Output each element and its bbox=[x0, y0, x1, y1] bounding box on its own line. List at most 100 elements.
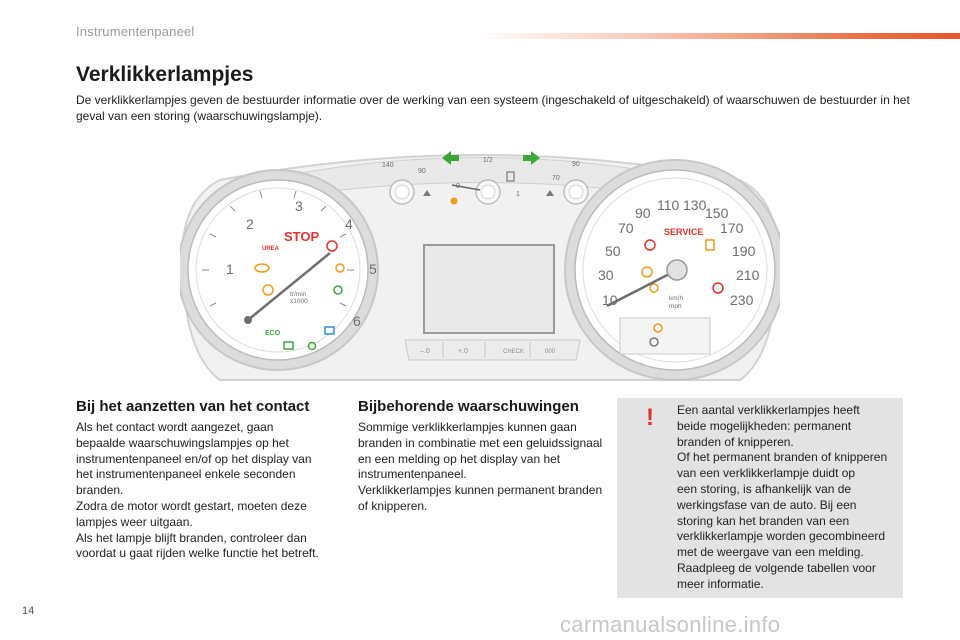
svg-text:x1000: x1000 bbox=[290, 298, 308, 305]
speedometer: 10 30 50 70 90 110 130 150 170 190 210 2… bbox=[564, 159, 786, 381]
svg-text:130: 130 bbox=[683, 197, 707, 213]
section-heading-warnings: Bijbehorende waarschuwingen bbox=[358, 398, 579, 415]
info-display bbox=[619, 317, 711, 355]
svg-text:1: 1 bbox=[516, 191, 520, 198]
tach-number-4: 4 bbox=[345, 216, 353, 232]
sidelights-icon bbox=[307, 341, 317, 351]
svg-text:90: 90 bbox=[635, 205, 651, 221]
svg-text:110: 110 bbox=[657, 197, 680, 213]
preheat-icon bbox=[653, 323, 663, 333]
text-line: Als het contact wordt aangezet, gaan bbox=[76, 420, 274, 434]
header-accent-bar bbox=[475, 33, 960, 39]
section-body-warnings: Sommige verklikkerlampjes kunnen gaan br… bbox=[358, 420, 618, 515]
svg-text:70: 70 bbox=[618, 220, 634, 236]
seatbelt-warning-icon bbox=[712, 282, 724, 294]
note-text: Een aantal verklikkerlampjes heeft beide… bbox=[677, 403, 899, 593]
engine-warning-icon bbox=[641, 266, 653, 278]
tach-number-2: 2 bbox=[246, 216, 254, 232]
svg-text:230: 230 bbox=[730, 292, 754, 308]
svg-text:170: 170 bbox=[720, 220, 744, 236]
svg-text:km/h: km/h bbox=[669, 295, 683, 302]
fog-lamp-rear-icon bbox=[335, 263, 345, 273]
text-line: Raadpleeg de volgende tabellen voor bbox=[677, 560, 876, 575]
urea-warning-icon: UREA bbox=[262, 246, 280, 252]
text-line: storing kan het branden van een bbox=[677, 513, 850, 528]
text-line: meer informatie. bbox=[677, 576, 764, 591]
text-line: branden in combinatie met een geluidssig… bbox=[358, 435, 603, 450]
particle-filter-icon bbox=[649, 337, 659, 347]
section-body-contact: Als het contact wordt aangezet, gaan bep… bbox=[76, 420, 346, 562]
tachometer: 1 2 3 4 5 6 tr/min x1000 STOP UREA ECO bbox=[177, 169, 379, 371]
airbag-warning-icon bbox=[705, 239, 715, 251]
coolant-icon-right bbox=[546, 190, 554, 196]
text-line: instrumentenpaneel en/of op het display … bbox=[76, 451, 312, 466]
main-beam-icon bbox=[324, 326, 335, 335]
temperature-dial-right: 90 70 bbox=[552, 161, 589, 205]
svg-text:10: 10 bbox=[602, 292, 618, 308]
esp-icon bbox=[649, 283, 659, 293]
text-line: lampjes weer uitgaan. bbox=[76, 514, 193, 529]
fog-lamp-front-icon bbox=[333, 285, 343, 295]
tach-ticks bbox=[202, 190, 354, 307]
svg-text:30: 30 bbox=[598, 267, 614, 283]
text-line: Verklikkerlampjes kunnen permanent brand… bbox=[358, 483, 603, 498]
tach-number-1: 1 bbox=[226, 261, 234, 277]
tach-number-6: 6 bbox=[353, 313, 361, 329]
svg-text:70: 70 bbox=[552, 175, 560, 182]
svg-text:tr/min: tr/min bbox=[290, 291, 307, 298]
svg-text:140: 140 bbox=[382, 162, 394, 169]
text-line: of knipperen. bbox=[358, 498, 428, 513]
speed-needle bbox=[606, 268, 678, 308]
text-line: het instrumentenpaneel enkele seconden bbox=[76, 467, 296, 482]
text-line: branden of knipperen. bbox=[677, 434, 794, 449]
text-line: bepaalde waarschuwingslampjes op het bbox=[76, 435, 289, 450]
text-line: instrumentenpaneel. bbox=[358, 467, 467, 482]
text-line: beide mogelijkheden: permanent bbox=[677, 418, 852, 433]
svg-text:190: 190 bbox=[732, 243, 756, 259]
brake-system-icon bbox=[644, 239, 656, 251]
text-line: Een aantal verklikkerlampjes heeft bbox=[677, 403, 860, 417]
tach-number-3: 3 bbox=[295, 198, 303, 214]
text-line: Zodra de motor wordt gestart, moeten dez… bbox=[76, 498, 307, 513]
oil-pressure-icon bbox=[254, 263, 270, 273]
text-line: met de weergave van een melding. bbox=[677, 545, 864, 560]
tyre-pressure-icon bbox=[262, 284, 274, 296]
turn-signal-right-icon bbox=[523, 151, 540, 165]
text-line: Of het permanent branden of knipperen bbox=[677, 450, 888, 465]
svg-text:–.0: –.0 bbox=[420, 348, 430, 355]
temperature-dial-left: 140 90 bbox=[382, 162, 426, 205]
text-line: Als het lampje blijft branden, controlee… bbox=[76, 530, 307, 545]
turn-signal-left-icon bbox=[442, 151, 459, 165]
text-line: Sommige verklikkerlampjes kunnen gaan bbox=[358, 420, 577, 434]
text-line: voordat u gaat rijden welke functie het … bbox=[76, 546, 319, 561]
orange-indicator-dot bbox=[450, 197, 458, 205]
text-line: een storing, is afhankelijk van de bbox=[677, 481, 852, 496]
fuel-pump-icon bbox=[506, 171, 515, 182]
page-number: 14 bbox=[22, 605, 35, 617]
center-display bbox=[423, 244, 555, 334]
svg-text:+.0: +.0 bbox=[458, 348, 468, 355]
header-section-label: Instrumentenpaneel bbox=[76, 24, 195, 39]
note-box bbox=[617, 398, 903, 598]
dipped-beam-icon bbox=[283, 341, 294, 350]
brake-warning-icon bbox=[326, 240, 338, 252]
stop-warning-icon: STOP bbox=[284, 229, 319, 244]
text-line: van een verklikkerlampje duidt op bbox=[677, 466, 856, 481]
panel-buttons: –.0 +.0 CHECK 000 bbox=[404, 339, 581, 361]
intro-paragraph: De verklikkerlampjes geven de bestuurder… bbox=[76, 93, 910, 123]
eco-indicator-icon: ECO bbox=[265, 330, 281, 337]
svg-text:90: 90 bbox=[572, 161, 580, 168]
text-line: werkingsfase van de auto. Bij een bbox=[677, 497, 857, 512]
section-heading-contact: Bij het aanzetten van het contact bbox=[76, 398, 310, 415]
page-title: Verklikkerlampjes bbox=[76, 63, 254, 86]
svg-text:150: 150 bbox=[705, 205, 729, 221]
svg-text:mph: mph bbox=[669, 303, 682, 310]
svg-text:50: 50 bbox=[605, 243, 621, 259]
svg-text:90: 90 bbox=[418, 168, 426, 175]
svg-text:210: 210 bbox=[736, 267, 760, 283]
svg-text:000: 000 bbox=[545, 349, 556, 355]
tach-needle bbox=[247, 252, 331, 321]
text-line: verklikkerlampje worden gecombineerd bbox=[677, 529, 886, 544]
coolant-icon-left bbox=[423, 190, 431, 196]
service-warning-icon: SERVICE bbox=[664, 227, 703, 237]
